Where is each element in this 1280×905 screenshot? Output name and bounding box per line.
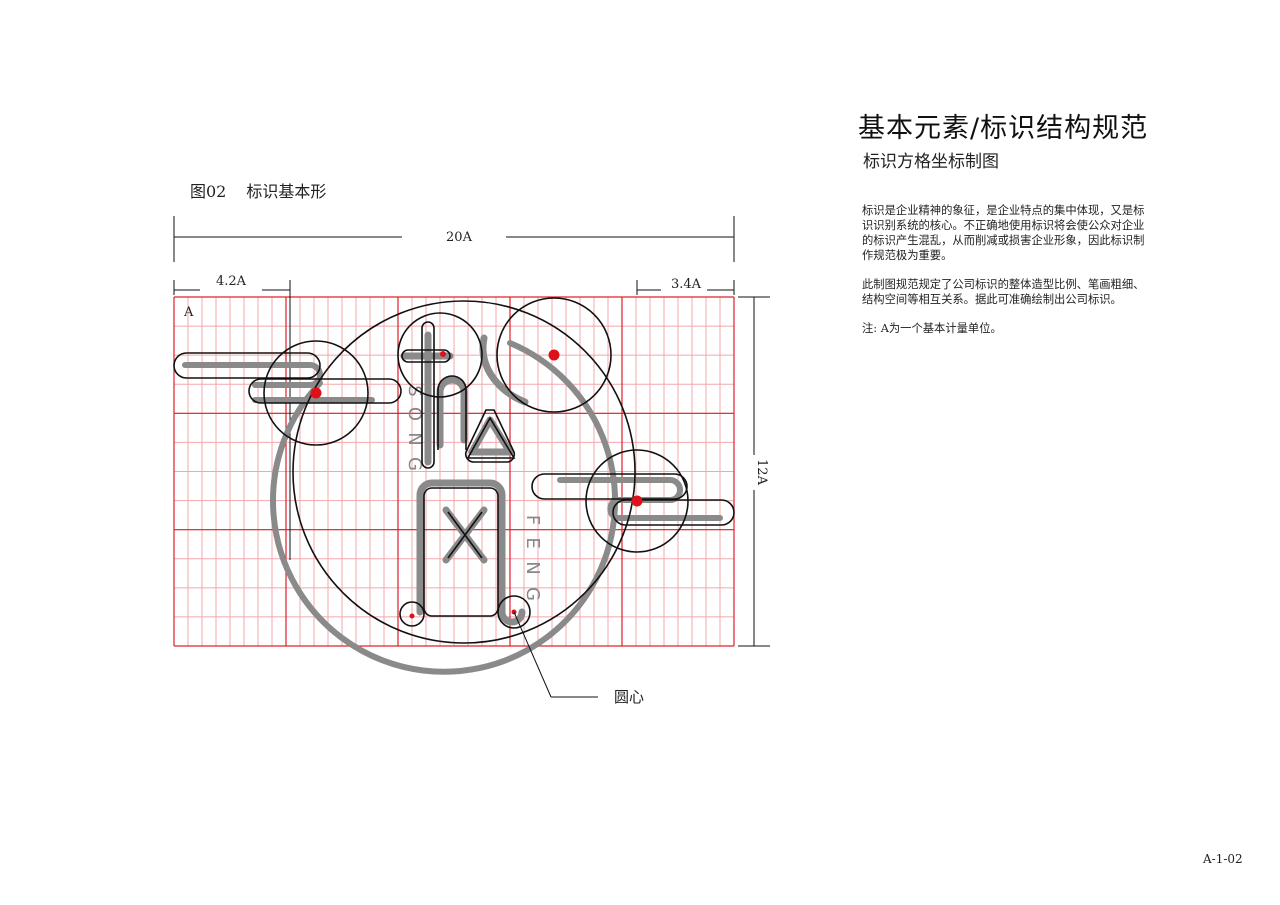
construction-circle-foot-right <box>497 595 531 629</box>
center-dot <box>440 351 446 357</box>
construction-circle-right <box>585 449 689 553</box>
page-subtitle: 标识方格坐标制图 <box>863 152 999 172</box>
logo-letter-g: G <box>404 457 425 471</box>
center-dot <box>631 495 643 507</box>
description-paragraph-1: 标识是企业精神的象征，是企业特点的集中体现，又是标识识别系统的核心。不正确地使用… <box>862 204 1145 262</box>
logo-triangle <box>468 416 514 456</box>
construction-outer-circle <box>292 300 636 644</box>
logo-cloud-left <box>182 362 323 388</box>
logo-letter-n: N <box>404 432 425 445</box>
page-number: A-1-02 <box>1203 852 1243 866</box>
logo-letter-f: F <box>522 515 543 525</box>
construction-cloud-bar-2 <box>248 378 402 404</box>
center-dot <box>409 613 415 619</box>
description-block: 标识是企业精神的象征，是企业特点的集中体现，又是标识识别系统的核心。不正确地使用… <box>862 203 1147 350</box>
figure-label: 图02 标识基本形 <box>190 178 326 202</box>
logo-letters-left: S O N G <box>404 385 425 471</box>
center-dot <box>310 387 322 399</box>
construction-circle-small <box>397 312 483 398</box>
figure-caption: 标识基本形 <box>246 182 327 201</box>
construction-outlines <box>173 297 735 644</box>
dimension-total-width: 20A <box>446 230 473 245</box>
dimension-right-offset: 3.4A <box>671 277 702 292</box>
construction-vertical-bar <box>421 321 435 469</box>
callout-label-center: 圆心 <box>614 688 644 706</box>
construction-circle-top-right <box>496 297 612 413</box>
construction-cloud-bar-3 <box>531 473 688 500</box>
dimension-height: 12A <box>754 459 769 486</box>
center-dot <box>548 349 560 361</box>
logo-letter-o: O <box>404 407 425 421</box>
figure-number: 图02 <box>190 182 227 201</box>
page-title: 基本元素/标识结构规范 <box>858 113 1149 144</box>
dimension-left-offset: 4.2A <box>216 274 247 289</box>
logo-outer-ring <box>270 340 618 675</box>
unit-cell-label: A <box>183 305 194 320</box>
fine-grid <box>173 296 735 647</box>
logo-frame <box>416 479 526 626</box>
logo-letter-e: E <box>522 537 543 548</box>
logo-letters-right: F E N G <box>522 515 543 601</box>
construction-circle-foot-left <box>399 601 425 627</box>
logo-letter-g2: G <box>522 587 543 601</box>
construction-cloud-bar-1 <box>173 352 321 379</box>
description-paragraph-2: 此制图规范规定了公司标识的整体造型比例、笔画粗细、结构空间等相互关系。据此可准确… <box>862 278 1145 306</box>
construction-cloud-bar-4 <box>612 499 735 526</box>
logo-letter-n2: N <box>522 561 543 574</box>
construction-frame <box>423 487 499 617</box>
center-callout <box>513 611 598 698</box>
center-dots <box>310 349 643 619</box>
construction-circle-left <box>263 340 369 446</box>
logo-letter-s: S <box>404 385 425 396</box>
major-grid <box>173 296 735 647</box>
description-note: 注: A为一个基本计量单位。 <box>862 322 1002 335</box>
